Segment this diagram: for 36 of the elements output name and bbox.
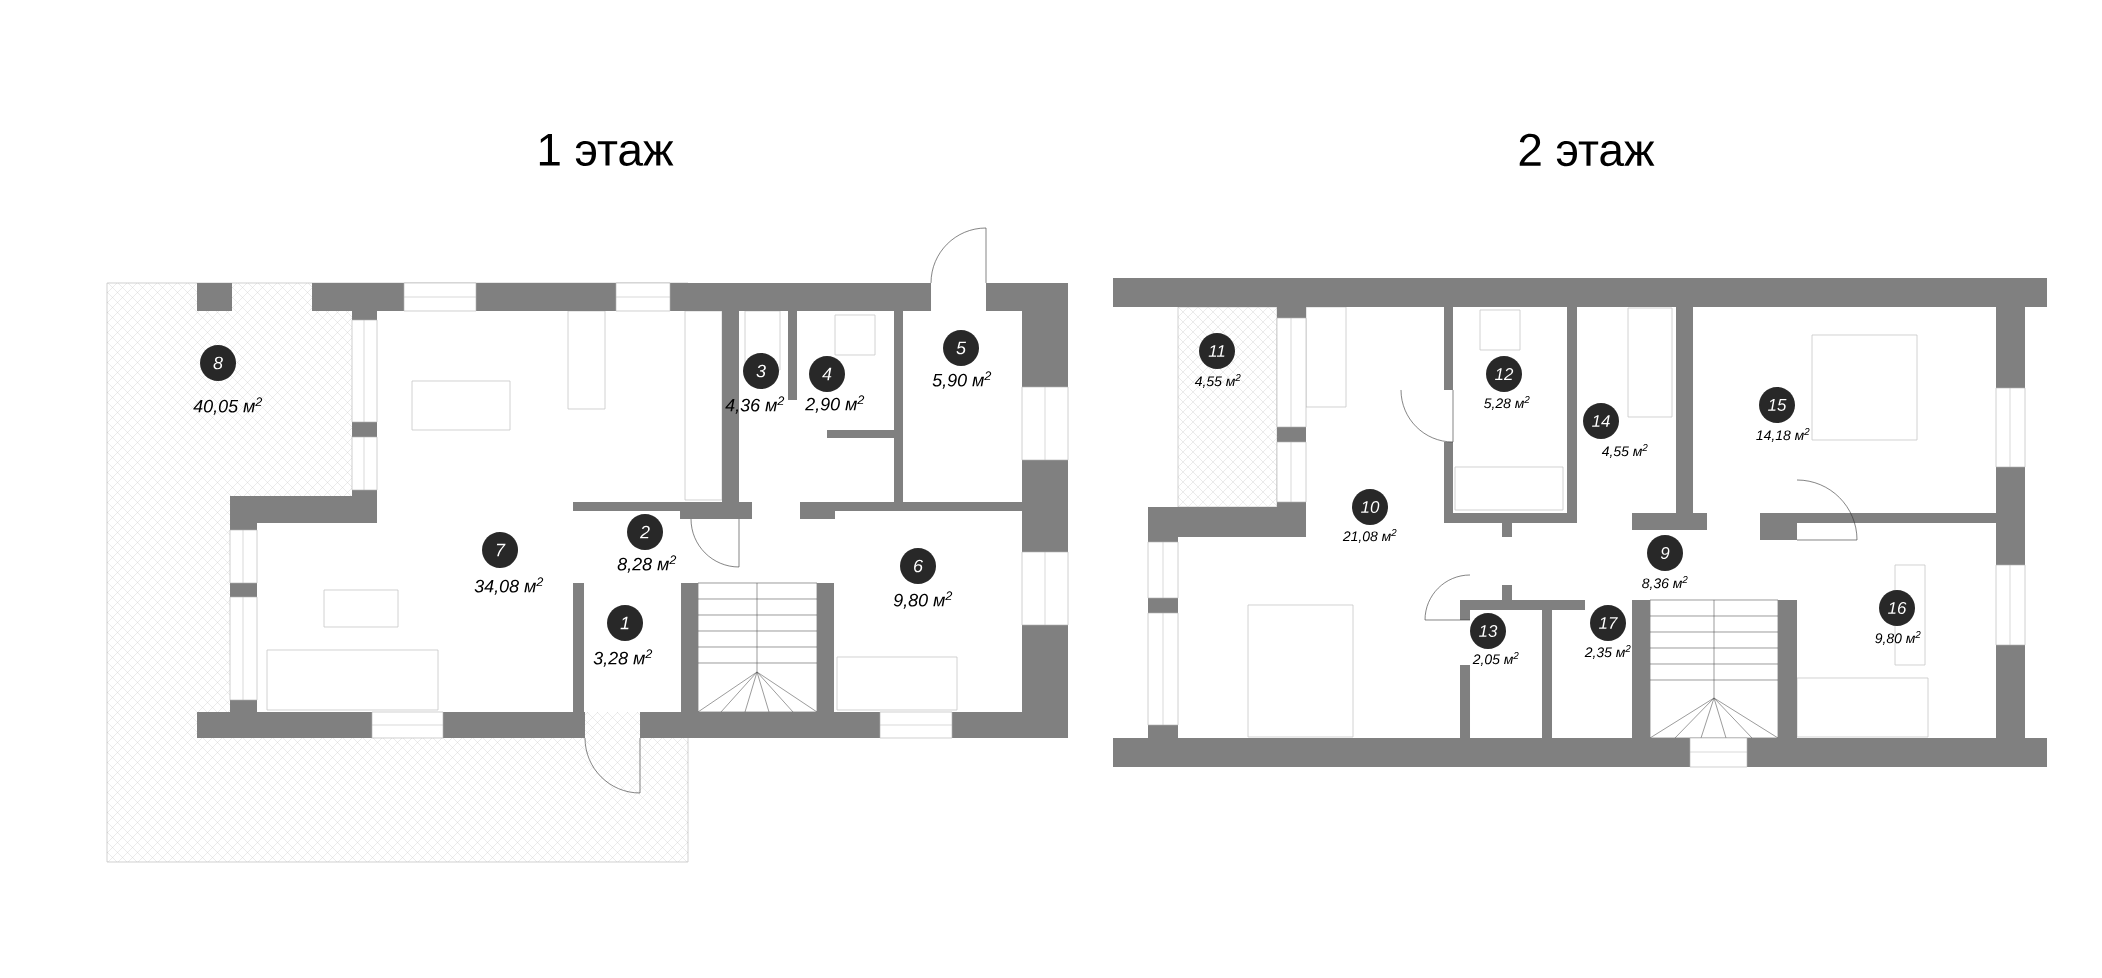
area-label: 2,05 м$^{2}$ [1472,652,1519,666]
floor-title: 1 этаж [539,134,674,166]
area-label: 3,28 м$^{2}$ [593,649,653,667]
area-label: 2,35 м$^{2}$ [1584,645,1631,659]
callout-number: 10 [1352,489,1388,525]
area-label: 34,08 м$^{2}$ [474,577,544,595]
callout-number: 4 [809,356,845,392]
callout-number: 8 [200,345,236,381]
callout-number: 15 [1759,387,1795,423]
callout-number: 16 [1879,590,1915,626]
callout-number: 17 [1590,605,1626,641]
area-label: 9,80 м$^{2}$ [893,591,953,609]
callout-number: 9 [1647,535,1683,571]
callout-number: 14 [1583,403,1619,439]
area-label: 40,05 м$^{2}$ [193,397,263,415]
callout-number: 11 [1199,333,1235,369]
callout-number: 3 [743,353,779,389]
area-label: 9,80 м$^{2}$ [1875,631,1921,645]
area-label: 5,90 м$^{2}$ [932,371,992,389]
callout-number: 5 [943,330,979,366]
callout-number: 7 [482,532,518,568]
area-label: 4,55 м$^{2}$ [1194,374,1241,388]
callout-number: 12 [1486,356,1522,392]
callout-number: 6 [900,548,936,584]
callout-number: 2 [627,514,663,550]
area-label: 8,36 м$^{2}$ [1642,576,1688,590]
area-label: 14,18 м$^{2}$ [1756,428,1810,442]
area-label: 21,08 м$^{2}$ [1342,529,1397,543]
callout-number: 13 [1470,613,1506,649]
area-label: 8,28 м$^{2}$ [617,555,677,573]
area-label: 5,28 м$^{2}$ [1484,396,1530,410]
area-label: 4,36 м$^{2}$ [725,396,785,414]
floor-title: 2 этаж [1519,133,1655,167]
area-label: 2,90 м$^{2}$ [805,395,865,413]
area-label: 4,55 м$^{2}$ [1601,444,1648,458]
callout-number: 1 [607,605,643,641]
